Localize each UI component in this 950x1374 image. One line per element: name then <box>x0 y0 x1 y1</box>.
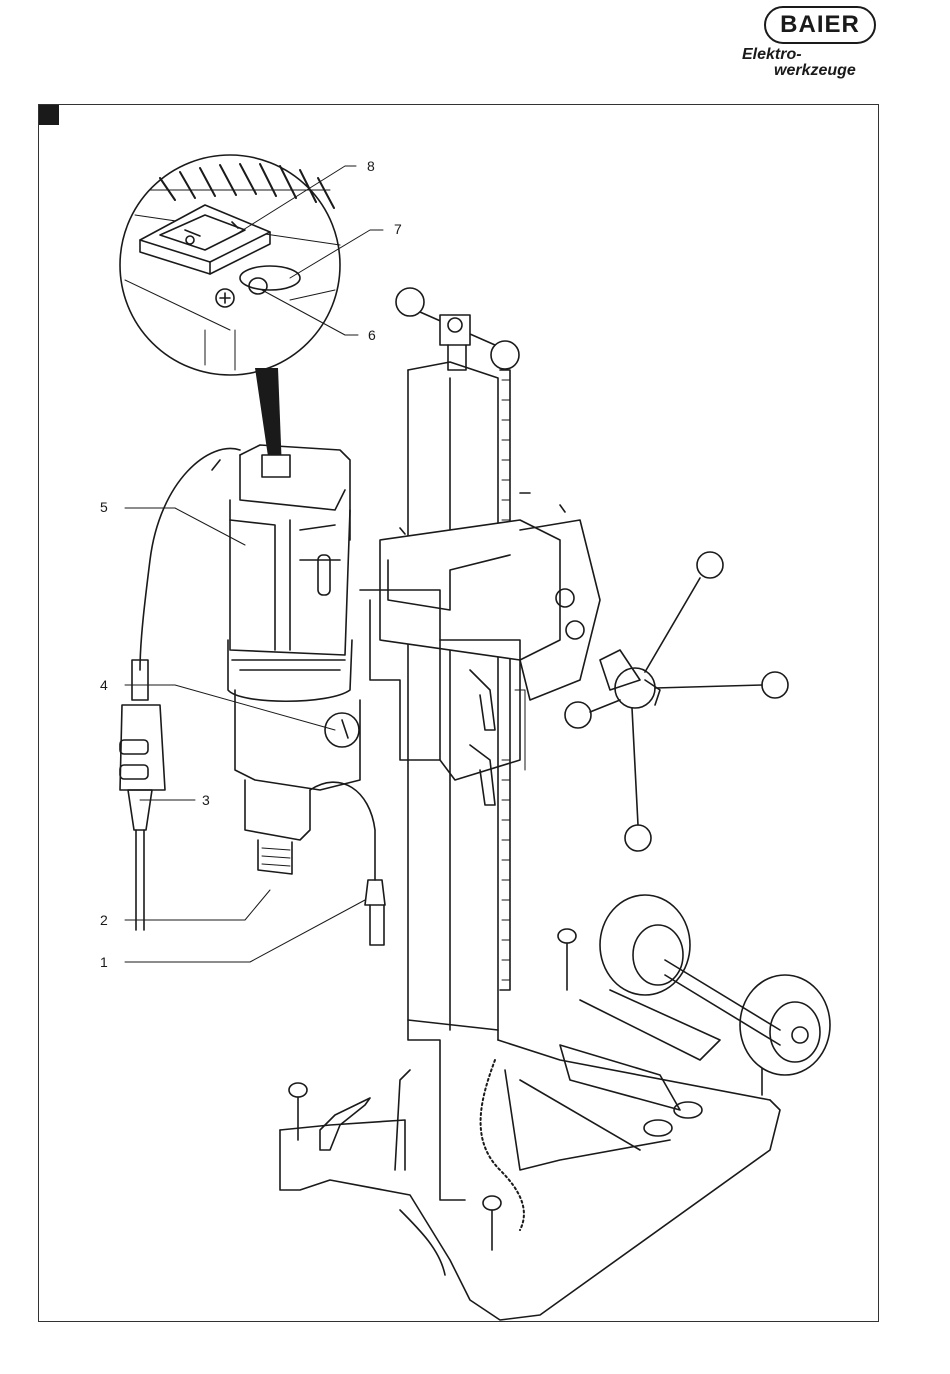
water-hose <box>310 782 385 945</box>
callout-3: 3 <box>202 793 210 807</box>
callout-8: 8 <box>367 159 375 173</box>
carriage <box>360 493 600 805</box>
callout-2: 2 <box>100 913 108 927</box>
power-cable-prcd <box>120 448 240 930</box>
callout-6: 6 <box>368 328 376 342</box>
callout-7: 7 <box>394 222 402 236</box>
callout-5: 5 <box>100 500 108 514</box>
stand-base <box>280 929 780 1320</box>
transport-wheels <box>600 895 830 1075</box>
stand-column <box>408 362 510 1200</box>
drill-motor <box>228 445 360 874</box>
callout-1: 1 <box>100 955 108 969</box>
top-handle <box>396 288 519 370</box>
detail-zoom-circle <box>120 155 340 375</box>
callout-4: 4 <box>100 678 108 692</box>
